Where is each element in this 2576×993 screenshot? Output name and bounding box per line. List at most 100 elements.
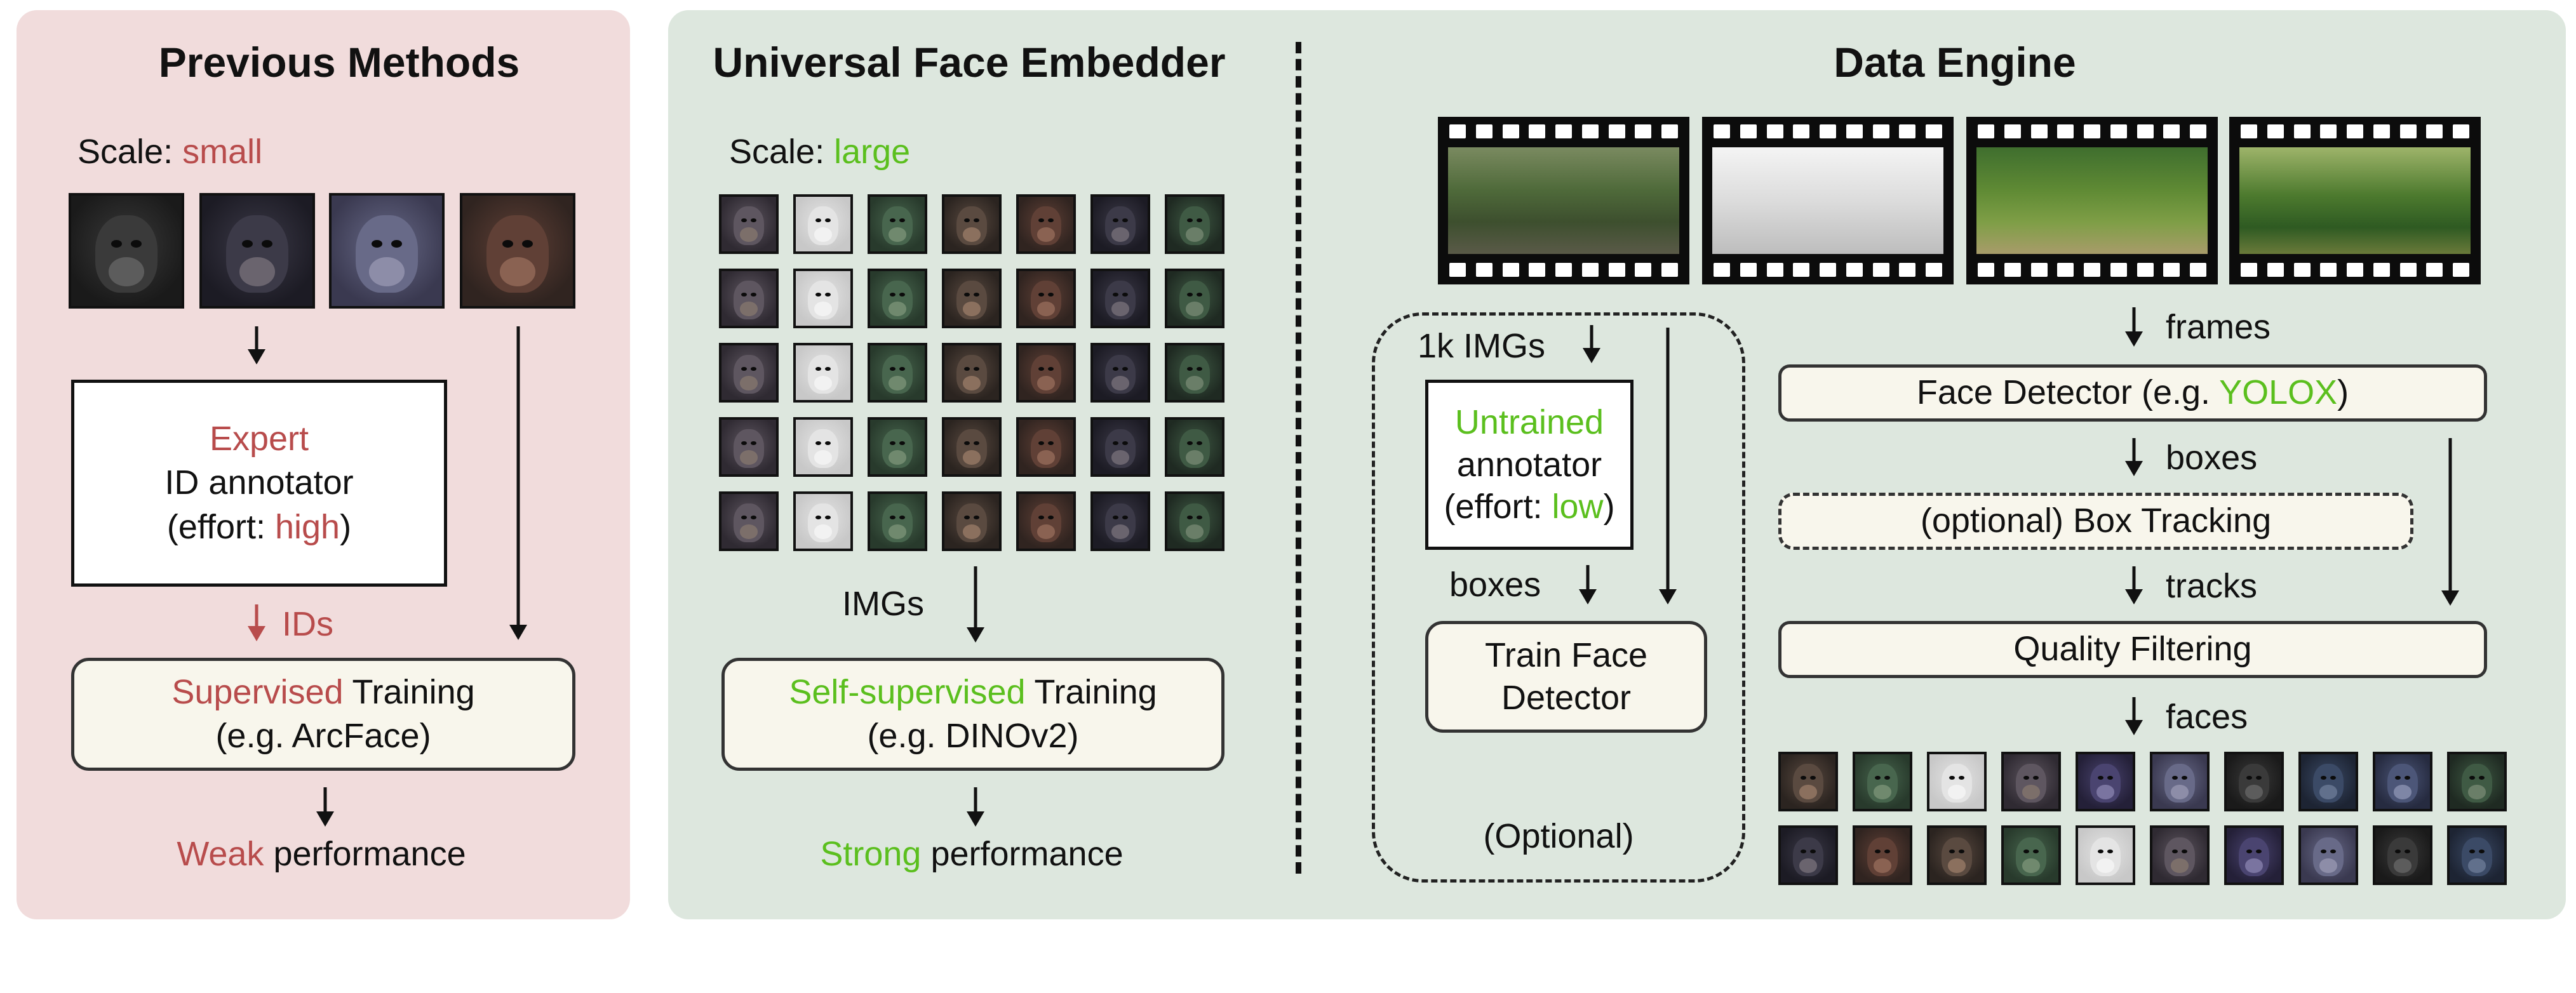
- eye-shape: [2394, 776, 2401, 780]
- face-thumbnail: [460, 193, 575, 309]
- muzzle-shape: [1111, 450, 1129, 465]
- video-frame: [1702, 117, 1954, 284]
- imgs-label: IMGs: [842, 585, 924, 623]
- annotator-expert-label: Expert: [209, 420, 309, 458]
- face-thumbnail: [1927, 825, 1987, 885]
- eye-shape: [1197, 293, 1203, 297]
- eye-shape: [2256, 850, 2262, 854]
- muzzle-shape: [1111, 227, 1129, 242]
- film-perforations: [1449, 124, 1678, 138]
- eye-shape: [974, 218, 980, 223]
- eye-shape: [2246, 850, 2252, 854]
- muzzle-shape: [2394, 858, 2412, 873]
- eye-shape: [1810, 850, 1816, 854]
- performance-label: performance: [264, 835, 466, 873]
- face-thumbnail: [1090, 417, 1150, 477]
- face-thumbnail: [1090, 194, 1150, 254]
- eye-shape: [899, 218, 906, 223]
- face-thumbnail: [2001, 825, 2061, 885]
- section-divider: [1296, 42, 1301, 874]
- muzzle-shape: [1037, 302, 1055, 316]
- train-face-detector-box: Train Face Detector: [1425, 621, 1707, 733]
- eye-shape: [1048, 218, 1054, 223]
- muzzle-shape: [1948, 785, 1966, 799]
- face-thumbnail: [2001, 752, 2061, 811]
- supervised-label: Supervised: [171, 672, 344, 711]
- muzzle-shape: [740, 524, 758, 539]
- eye-shape: [889, 218, 896, 223]
- muzzle-shape: [740, 450, 758, 465]
- eye-shape: [751, 367, 757, 371]
- untrained-label: Untrained: [1454, 403, 1604, 441]
- face-thumbnail: [2373, 825, 2432, 885]
- eye-shape: [1197, 367, 1203, 371]
- eye-shape: [1048, 516, 1054, 520]
- arrow-head: [967, 811, 984, 827]
- face-thumbnail: [2150, 825, 2210, 885]
- eye-shape: [1048, 293, 1054, 297]
- muzzle-shape: [740, 376, 758, 390]
- film-perforations: [1978, 124, 2206, 138]
- face-thumbnail: [1927, 752, 1987, 811]
- muzzle-shape: [1874, 858, 1891, 873]
- untrained-annotator-box: Untrained annotator (effort: low): [1425, 380, 1633, 550]
- eye-shape: [963, 293, 970, 297]
- face-thumbnail: [793, 269, 853, 328]
- eye-shape: [825, 367, 831, 371]
- eye-shape: [815, 441, 821, 446]
- muzzle-shape: [1111, 524, 1129, 539]
- film-perforations: [1978, 263, 2206, 277]
- video-frame: [2229, 117, 2481, 284]
- arrow-head: [248, 349, 265, 364]
- eye-shape: [1048, 367, 1054, 371]
- muzzle-shape: [2468, 785, 2486, 799]
- muzzle-shape: [1186, 524, 1204, 539]
- eye-shape: [261, 239, 273, 248]
- eye-shape: [1038, 441, 1044, 446]
- eye-shape: [974, 293, 980, 297]
- ids-label: IDs: [282, 605, 333, 643]
- eye-shape: [899, 293, 906, 297]
- face-thumbnail: [1016, 491, 1076, 551]
- eye-shape: [1122, 367, 1129, 371]
- eye-shape: [1122, 516, 1129, 520]
- eye-shape: [1122, 293, 1129, 297]
- self-supervised-training-line: Self-supervised Training: [789, 670, 1157, 714]
- eye-shape: [241, 239, 253, 248]
- arrow-head: [248, 626, 265, 641]
- camera-trap-scene: [1976, 147, 2208, 254]
- camera-trap-scene: [1448, 147, 1679, 254]
- eye-shape: [1949, 776, 1955, 780]
- data-engine-title: Data Engine: [1834, 39, 2076, 86]
- eye-shape: [2107, 776, 2114, 780]
- muzzle-shape: [1111, 376, 1129, 390]
- eye-shape: [815, 367, 821, 371]
- eye-shape: [2023, 776, 2029, 780]
- muzzle-shape: [963, 450, 981, 465]
- muzzle-shape: [889, 450, 906, 465]
- previous-methods-title: Previous Methods: [158, 39, 520, 86]
- eye-shape: [1112, 441, 1118, 446]
- eye-shape: [963, 367, 970, 371]
- eye-shape: [741, 367, 747, 371]
- eye-shape: [889, 293, 896, 297]
- eye-shape: [963, 218, 970, 223]
- eye-shape: [1038, 218, 1044, 223]
- muzzle-shape: [239, 257, 275, 286]
- face-thumbnail: [793, 491, 853, 551]
- eye-shape: [1186, 516, 1193, 520]
- eye-shape: [2033, 776, 2039, 780]
- detector-label: Detector: [1501, 679, 1632, 717]
- weak-performance-label: Weak performance: [177, 834, 466, 874]
- eye-shape: [2171, 850, 2178, 854]
- eye-shape: [2182, 776, 2188, 780]
- face-thumbnail: [1165, 194, 1224, 254]
- face-thumbnail: [868, 194, 927, 254]
- eye-shape: [1874, 850, 1881, 854]
- face-thumbnail: [1090, 491, 1150, 551]
- eye-shape: [1949, 850, 1955, 854]
- supervised-training-box: Supervised Training (e.g. ArcFace): [71, 658, 575, 771]
- muzzle-shape: [1799, 785, 1817, 799]
- eye-shape: [963, 441, 970, 446]
- muzzle-shape: [1186, 376, 1204, 390]
